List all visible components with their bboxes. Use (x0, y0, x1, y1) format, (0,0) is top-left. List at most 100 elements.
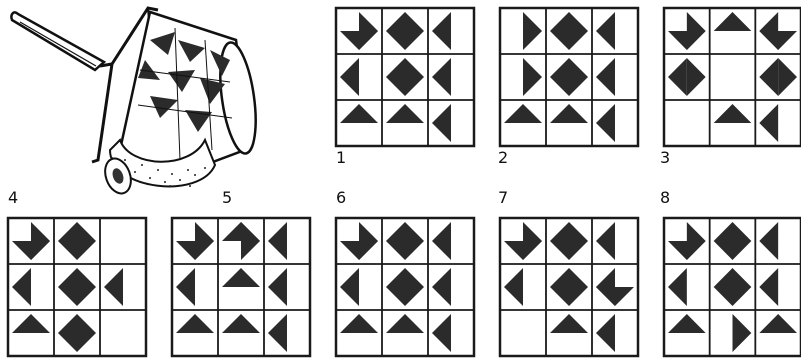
triangle-mark (58, 268, 96, 287)
triangle-mark (523, 12, 542, 50)
option-grid-1[interactable] (336, 8, 474, 146)
triangle-mark (58, 222, 96, 241)
triangle-mark (340, 268, 359, 306)
triangle-mark (550, 58, 588, 77)
option-grid-5[interactable] (172, 218, 310, 356)
triangle-mark (386, 314, 424, 333)
paint-roller-illustration (11, 8, 261, 197)
triangle-mark (550, 222, 588, 241)
option-grid-8[interactable] (664, 218, 801, 356)
triangle-mark (759, 314, 797, 333)
option-label-8: 8 (660, 190, 670, 206)
triangle-mark (759, 222, 778, 260)
triangle-mark (386, 241, 424, 260)
triangle-mark (268, 314, 287, 352)
triangle-mark (733, 314, 752, 352)
triangle-mark (596, 314, 615, 352)
option-grid-2[interactable] (500, 8, 638, 146)
option-label-3: 3 (660, 150, 670, 166)
triangle-mark (386, 222, 424, 241)
triangle-mark (596, 222, 615, 260)
triangle-mark (432, 104, 451, 142)
triangle-mark (12, 268, 31, 306)
option-label-2: 2 (498, 150, 508, 166)
triangle-mark (432, 314, 451, 352)
triangle-mark (550, 287, 588, 306)
triangle-mark (759, 104, 778, 142)
triangle-mark (668, 31, 706, 50)
triangle-mark (550, 104, 588, 123)
triangle-mark (550, 314, 588, 333)
triangle-mark (12, 314, 50, 333)
triangle-mark (386, 12, 424, 31)
option-label-7: 7 (498, 190, 508, 206)
triangle-mark (222, 314, 260, 333)
triangle-mark (687, 58, 706, 96)
triangle-mark (504, 241, 542, 260)
triangle-mark (714, 268, 752, 287)
triangle-mark (340, 58, 359, 96)
triangle-mark (386, 287, 424, 306)
triangle-mark (714, 104, 752, 123)
option-label-5: 5 (222, 190, 232, 206)
triangle-mark (596, 58, 615, 96)
triangle-mark (386, 104, 424, 123)
triangle-mark (386, 77, 424, 96)
option-label-4: 4 (8, 190, 18, 206)
triangle-mark (759, 58, 778, 96)
triangle-mark (714, 12, 752, 31)
triangle-mark (386, 58, 424, 77)
triangle-mark (58, 241, 96, 260)
triangle-mark (778, 58, 797, 96)
triangle-mark (222, 268, 260, 287)
triangle-mark (668, 314, 706, 333)
triangle-mark (340, 241, 378, 260)
triangle-mark (668, 241, 706, 260)
option-grid-7[interactable] (500, 218, 638, 356)
triangle-mark (58, 287, 96, 306)
triangle-mark (268, 222, 287, 260)
triangle-mark (714, 287, 752, 306)
option-grid-6[interactable] (336, 218, 474, 356)
triangle-mark (176, 314, 214, 333)
triangle-mark (668, 268, 687, 306)
triangle-mark (432, 268, 451, 306)
triangle-mark (12, 241, 50, 260)
triangle-mark (386, 31, 424, 50)
triangle-mark (550, 241, 588, 260)
triangle-mark (504, 104, 542, 123)
triangle-mark (714, 241, 752, 260)
triangle-mark (268, 268, 287, 306)
triangle-mark (432, 12, 451, 50)
triangle-mark (596, 12, 615, 50)
triangle-mark (340, 31, 378, 50)
triangle-mark (104, 268, 123, 306)
triangle-mark (176, 268, 195, 306)
triangle-mark (340, 104, 378, 123)
triangle-mark (523, 58, 542, 96)
triangle-mark (58, 314, 96, 333)
triangle-mark (432, 58, 451, 96)
triangle-mark (550, 77, 588, 96)
triangle-mark (241, 222, 260, 260)
option-grid-4[interactable] (8, 218, 146, 356)
triangle-mark (386, 268, 424, 287)
triangle-mark (58, 333, 96, 352)
triangle-mark (432, 222, 451, 260)
triangle-mark (550, 12, 588, 31)
triangle-mark (596, 287, 634, 306)
triangle-mark (550, 31, 588, 50)
triangle-mark (668, 58, 687, 96)
triangle-mark (714, 222, 752, 241)
triangle-mark (550, 268, 588, 287)
triangle-mark (759, 268, 778, 306)
triangle-mark (759, 31, 797, 50)
option-label-1: 1 (336, 150, 346, 166)
triangle-mark (504, 268, 523, 306)
triangle-mark (340, 314, 378, 333)
option-label-6: 6 (336, 190, 346, 206)
triangle-mark (176, 241, 214, 260)
option-grid-3[interactable] (664, 8, 801, 146)
triangle-mark (596, 104, 615, 142)
